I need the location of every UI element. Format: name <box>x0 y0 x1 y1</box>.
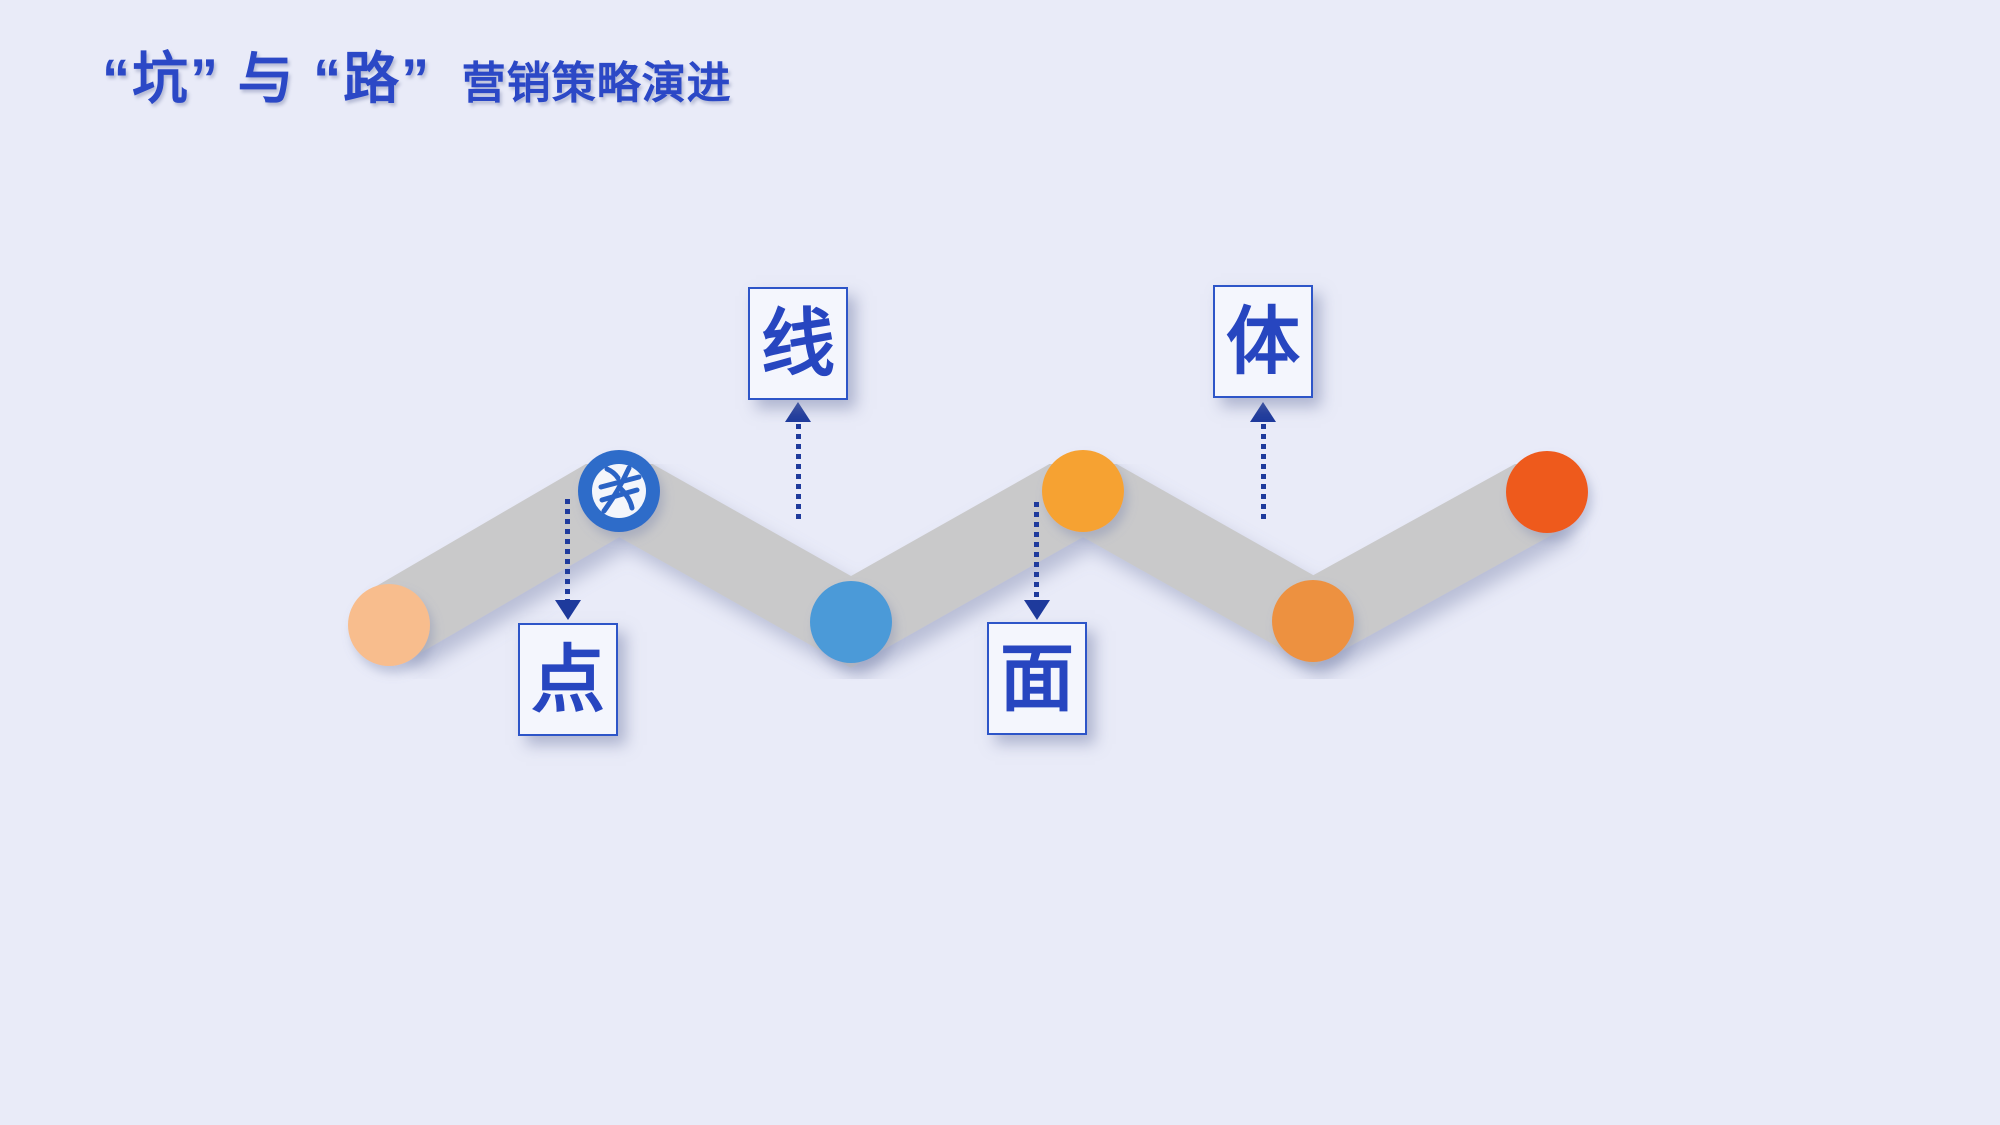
stage-label-dian: 点 <box>531 637 605 721</box>
dian-dotted-line <box>565 499 570 600</box>
mian-arrow-down-icon <box>1024 600 1050 620</box>
valley-1-node-circle <box>810 581 892 663</box>
badge-glyph-icon <box>598 465 642 514</box>
stage-label-ti: 体 <box>1226 299 1300 383</box>
title-subtitle: 营销策略演进 <box>461 59 732 108</box>
badge-glyph-stroke <box>601 465 632 514</box>
zigzag-ribbon <box>368 444 1567 668</box>
end-node-circle <box>1506 451 1588 533</box>
slide-title: “坑” 与 “路” 营销策略演进 <box>102 34 732 115</box>
stage-box-xian: 线 <box>748 287 848 400</box>
dian-arrow-down-icon <box>555 600 581 620</box>
valley-2-node-circle <box>1272 580 1354 662</box>
peak-2-node-circle <box>1042 450 1124 532</box>
stage-box-ti: 体 <box>1213 285 1313 398</box>
ti-dotted-line <box>1261 424 1266 519</box>
stage-label-mian: 面 <box>1000 636 1074 720</box>
mian-dotted-line <box>1034 502 1039 600</box>
stage-label-xian: 线 <box>761 301 835 385</box>
title-emphasis: “坑” 与 “路” <box>102 47 432 110</box>
badge-glyph-stroke <box>618 486 635 511</box>
xian-arrow-up-icon <box>785 402 811 422</box>
stage-box-dian: 点 <box>518 623 618 736</box>
xian-dotted-line <box>796 424 801 519</box>
start-node-circle <box>348 584 430 666</box>
badge-glyph-stroke <box>599 487 640 503</box>
stage-box-mian: 面 <box>987 622 1087 735</box>
badge-glyph-stroke <box>604 466 621 481</box>
ti-arrow-up-icon <box>1250 402 1276 422</box>
